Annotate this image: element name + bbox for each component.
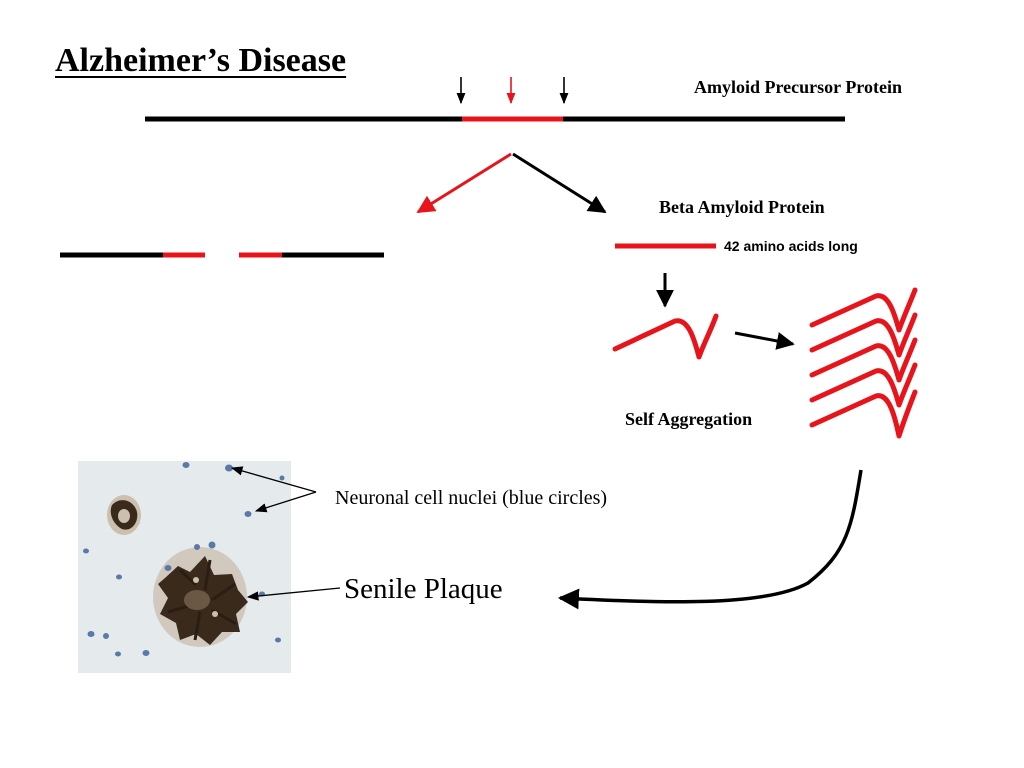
- amyloid-precursor-protein-label: Amyloid Precursor Protein: [694, 77, 902, 97]
- plaque-formation-arrow: [557, 469, 863, 610]
- nuclei-pointer-upper: [230, 466, 317, 493]
- brain-tissue-micrograph: [78, 461, 291, 673]
- slide-title: Alzheimer’s Disease: [55, 42, 347, 79]
- neuronal-nuclei-label: Neuronal cell nuclei (blue circles): [335, 487, 608, 509]
- aggregated-peptides: [809, 287, 918, 439]
- self-aggregation-label: Self Aggregation: [625, 409, 753, 429]
- senile-plaque-image: [153, 547, 248, 647]
- beta-amyloid-protein-label: Beta Amyloid Protein: [659, 197, 825, 217]
- senile-plaque-label: Senile Plaque: [344, 573, 503, 605]
- plaque-pointer: [246, 587, 341, 601]
- split-arrow-left: [416, 152, 512, 214]
- neuronal-nuclei: [83, 462, 285, 657]
- neuron-body: [107, 495, 141, 535]
- split-arrow-right: [512, 152, 607, 214]
- folded-peptide: [612, 313, 719, 360]
- nuclei-pointer-lower: [254, 491, 317, 513]
- amino-acid-length-label: 42 amino acids long: [724, 238, 858, 254]
- aggregation-arrow: [734, 331, 795, 350]
